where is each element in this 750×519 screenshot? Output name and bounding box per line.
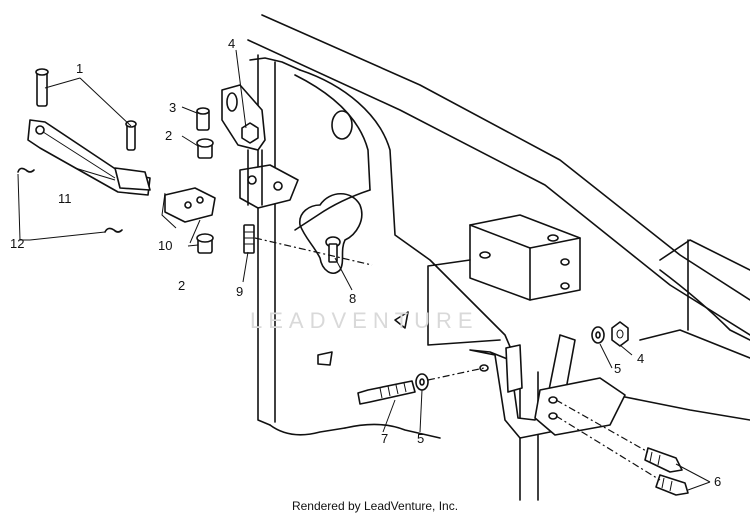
callout-5-right: 5 <box>614 361 621 376</box>
callout-3: 3 <box>169 100 176 115</box>
callout-8: 8 <box>349 291 356 306</box>
clevis-pin-1a <box>35 68 49 107</box>
callout-4-right: 4 <box>637 351 644 366</box>
hairpin-clip-b <box>104 227 123 233</box>
mounting-plate <box>534 377 626 436</box>
callout-4-upper: 4 <box>228 36 235 51</box>
hinge-bracket <box>221 84 299 209</box>
bolt-6-axis-a <box>555 399 649 453</box>
callout-7: 7 <box>381 431 388 446</box>
footer-credit: Rendered by LeadVenture, Inc. <box>291 499 459 513</box>
callout-9: 9 <box>236 284 243 299</box>
hex-nut-right <box>611 321 629 347</box>
callout-6: 6 <box>714 474 721 489</box>
hairpin-clip-a <box>17 167 35 173</box>
long-bolt-7 <box>357 380 416 405</box>
hex-nut-upper <box>241 122 259 144</box>
callout-10: 10 <box>158 238 172 253</box>
pivot-bracket <box>164 187 216 223</box>
callout-11: 11 <box>58 191 72 206</box>
bushing-upper <box>196 138 214 159</box>
hex-bolt-9 <box>243 224 255 254</box>
mounting-block <box>469 214 581 301</box>
washer-lower <box>415 373 429 391</box>
callout-5-lower: 5 <box>417 431 424 446</box>
washer-right <box>591 326 605 344</box>
bushing-lower <box>196 233 214 254</box>
clevis-pin-1b <box>125 120 137 151</box>
bolt-6a <box>644 447 683 473</box>
linkage-arm <box>27 119 151 196</box>
callout-12: 12 <box>10 236 24 251</box>
callout-1: 1 <box>76 61 83 76</box>
watermark: LEADVENTURE <box>250 308 479 333</box>
screw-8 <box>254 236 373 266</box>
bolt-6b <box>655 474 689 496</box>
callout-2-upper: 2 <box>165 128 172 143</box>
bolt-6-axis-b <box>555 415 661 481</box>
bolt-7-axis <box>427 367 485 381</box>
spacer <box>196 107 210 131</box>
leader-lines <box>17 49 711 491</box>
block-leader <box>427 259 501 346</box>
callout-2-lower: 2 <box>178 278 185 293</box>
